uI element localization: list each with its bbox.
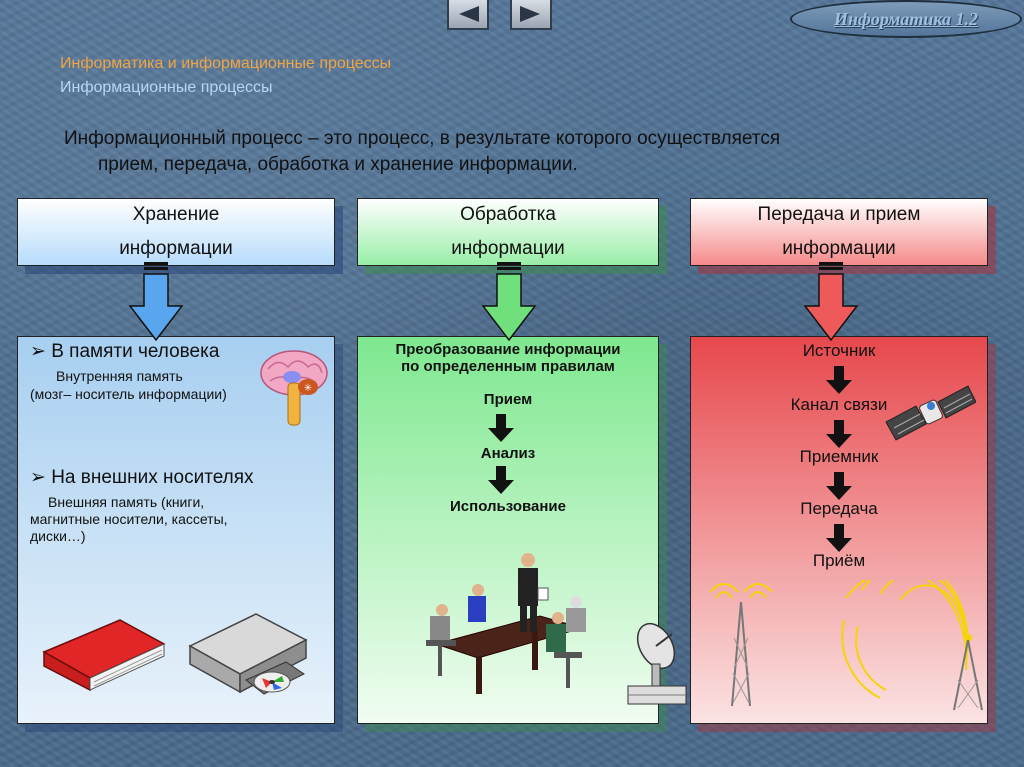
definition-line-2: прием, передача, обработка и хранение ин…	[98, 154, 578, 175]
definition-line-1: Информационный процесс – это процесс, в …	[64, 128, 781, 149]
arrow-down-icon	[826, 524, 852, 552]
storage-item-2-desc-3: диски…)	[30, 528, 86, 544]
storage-down-arrow-icon	[128, 262, 184, 342]
section-badge-label: Информатика 1.2	[834, 8, 978, 29]
next-slide-button[interactable]	[510, 0, 552, 30]
processing-header: Обработка информации	[357, 198, 659, 266]
processing-title-2: информации	[451, 238, 565, 259]
storage-item-2-desc-2: магнитные носители, кассеты,	[30, 511, 228, 527]
radio-tower-icon	[709, 583, 773, 707]
check-arrow-icon: ➢	[30, 467, 52, 488]
arrow-right-icon	[520, 6, 540, 22]
transfer-step-channel: Канал связи	[790, 395, 888, 414]
storage-item-1-title: В памяти человека	[51, 341, 220, 362]
transfer-step-source: Источник	[802, 341, 876, 360]
transfer-down-arrow-icon	[803, 262, 859, 342]
breadcrumb-subtopic: Информационные процессы	[60, 79, 273, 96]
storage-header: Хранение информации	[17, 198, 335, 266]
transfer-step-transmission: Передача	[800, 499, 878, 518]
transfer-step-receiver: Приемник	[799, 447, 879, 466]
transfer-title-2: информации	[782, 238, 896, 259]
processing-title-1: Обработка	[460, 204, 556, 225]
processing-heading-2: по определенным правилам	[401, 358, 615, 375]
processing-down-arrow-icon	[481, 262, 537, 342]
satellite-dish-icon	[627, 622, 687, 705]
storage-title-1: Хранение	[132, 204, 220, 225]
book-icon	[42, 619, 166, 692]
arrow-down-icon	[826, 472, 852, 500]
breadcrumb-topic: Информатика и информационные процессы	[60, 55, 392, 72]
storage-item-2-title: На внешних носителях	[51, 467, 254, 488]
storage-item-2-desc-1: Внешняя память (книги,	[48, 494, 205, 510]
meeting-table-icon	[426, 553, 586, 694]
storage-title-2: информации	[119, 238, 233, 259]
storage-item-1-desc-1: Внутренняя память	[56, 368, 183, 384]
processing-step-analyze: Анализ	[480, 445, 536, 462]
disk-drive-icon	[188, 613, 308, 695]
satellite-icon	[885, 385, 976, 441]
processing-heading-1: Преобразование информации	[395, 341, 621, 358]
processing-step-use: Использование	[450, 498, 566, 515]
brain-icon: ✳	[260, 350, 328, 426]
arrow-down-icon	[488, 414, 514, 442]
arrow-down-icon	[488, 466, 514, 494]
prev-slide-button[interactable]	[447, 0, 489, 30]
svg-text:✳: ✳	[304, 383, 312, 394]
storage-item-1-desc-2: (мозг– носитель информации)	[30, 386, 227, 402]
section-badge[interactable]: Информатика 1.2	[790, 0, 1022, 38]
arrow-down-icon	[826, 366, 852, 394]
definition-text: Информационный процесс – это процесс, в …	[64, 126, 964, 178]
check-arrow-icon: ➢	[30, 341, 52, 362]
arrow-left-icon	[459, 6, 479, 22]
processing-step-receive: Прием	[483, 391, 533, 408]
transfer-step-reception: Приём	[812, 551, 866, 570]
signal-waves-icon	[841, 580, 983, 711]
processing-panel	[357, 336, 659, 724]
storage-item-external-media: ➢ На внешних носителях	[30, 466, 254, 489]
transfer-title-1: Передача и прием	[757, 204, 921, 225]
processing-heading: Преобразование информации по определенны…	[357, 341, 659, 375]
arrow-down-icon	[826, 420, 852, 448]
transfer-header: Передача и прием информации	[690, 198, 988, 266]
storage-item-human-memory: ➢ В памяти человека	[30, 340, 219, 363]
